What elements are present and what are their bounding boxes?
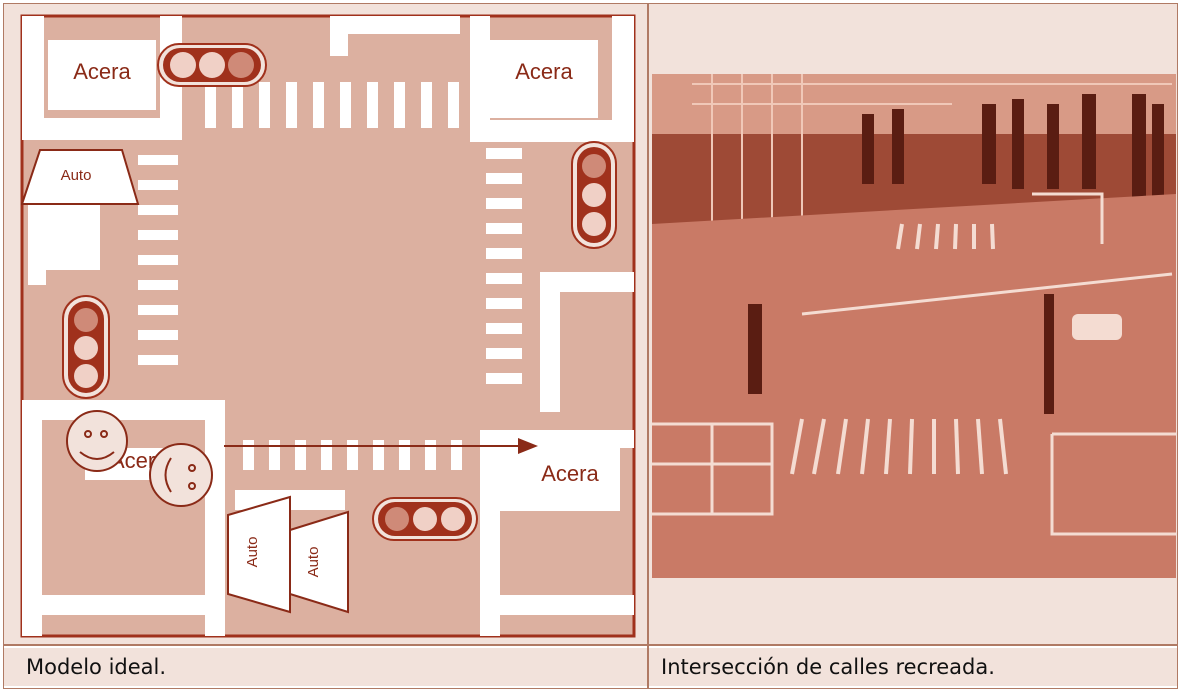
figure-frame: [3, 3, 1178, 689]
car-label-left: Auto: [61, 167, 92, 184]
crosswalk-bottom: [243, 440, 462, 470]
intersection-photo: [652, 74, 1176, 578]
sidewalk-bottom-right: [500, 445, 620, 511]
traffic-light-right: [571, 141, 617, 249]
crossing-arrow-icon: [224, 438, 538, 454]
sidewalk-label-top-left: Acera: [73, 59, 131, 84]
sidewalk-top-left: [48, 40, 156, 110]
car-label-bottom-2: Auto: [305, 547, 322, 578]
car-label-bottom-1: Auto: [244, 537, 261, 568]
crosswalk-left: [138, 155, 178, 365]
sidewalk-top-right: [490, 40, 598, 118]
car-bottom-2: Auto: [289, 510, 349, 614]
car-bottom-1: Auto: [227, 495, 291, 614]
intersection-diagram: Acera Acera Acera Acera: [20, 14, 636, 638]
traffic-light-bottom: [372, 497, 478, 541]
pedestrian-side-face-icon: [149, 443, 213, 507]
traffic-light-left: [62, 295, 110, 399]
block-boundaries: [22, 16, 634, 636]
traffic-light-top: [157, 43, 267, 87]
car-left: Auto: [20, 149, 140, 205]
crosswalk-top: [205, 82, 459, 128]
crosswalk-right: [486, 148, 522, 384]
caption-recreated-intersection: Intersección de calles recreada.: [649, 648, 1177, 686]
caption-ideal-model: Modelo ideal.: [4, 648, 647, 686]
sidewalk-label-top-right: Acera: [515, 59, 573, 84]
pedestrian-smiley-icon: [66, 410, 128, 472]
sidewalk-label-bottom-right: Acera: [541, 461, 599, 486]
caption-divider: [4, 644, 1177, 646]
column-divider: [647, 4, 649, 688]
